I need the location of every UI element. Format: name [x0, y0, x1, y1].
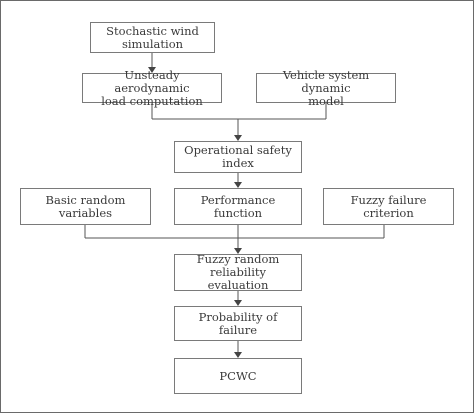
node-fuzzy-random-reliability-evaluation: Fuzzy random reliability evaluation — [174, 253, 302, 292]
arrowhead-icon — [148, 67, 156, 73]
arrowhead-icon — [234, 352, 242, 358]
arrowhead-icon — [234, 182, 242, 188]
node-probability-of-failure: Probability of failure — [174, 306, 302, 341]
arrowhead-icon — [234, 300, 242, 306]
node-stochastic-wind-simulation: Stochastic wind simulation — [90, 22, 215, 53]
node-vehicle-system-dynamic-model: Vehicle system dynamic model — [256, 68, 396, 107]
arrowhead-icon — [234, 135, 242, 141]
node-performance-function: Performance function — [174, 188, 302, 225]
node-basic-random-variables: Basic random variables — [20, 188, 151, 225]
node-operational-safety-index: Operational safety index — [174, 141, 302, 173]
arrowhead-icon — [234, 248, 242, 254]
node-pcwc: PCWC — [174, 358, 302, 394]
node-fuzzy-failure-criterion: Fuzzy failure criterion — [323, 188, 454, 225]
node-unsteady-aerodynamic-load: Unsteady aerodynamic load computation — [82, 68, 222, 107]
